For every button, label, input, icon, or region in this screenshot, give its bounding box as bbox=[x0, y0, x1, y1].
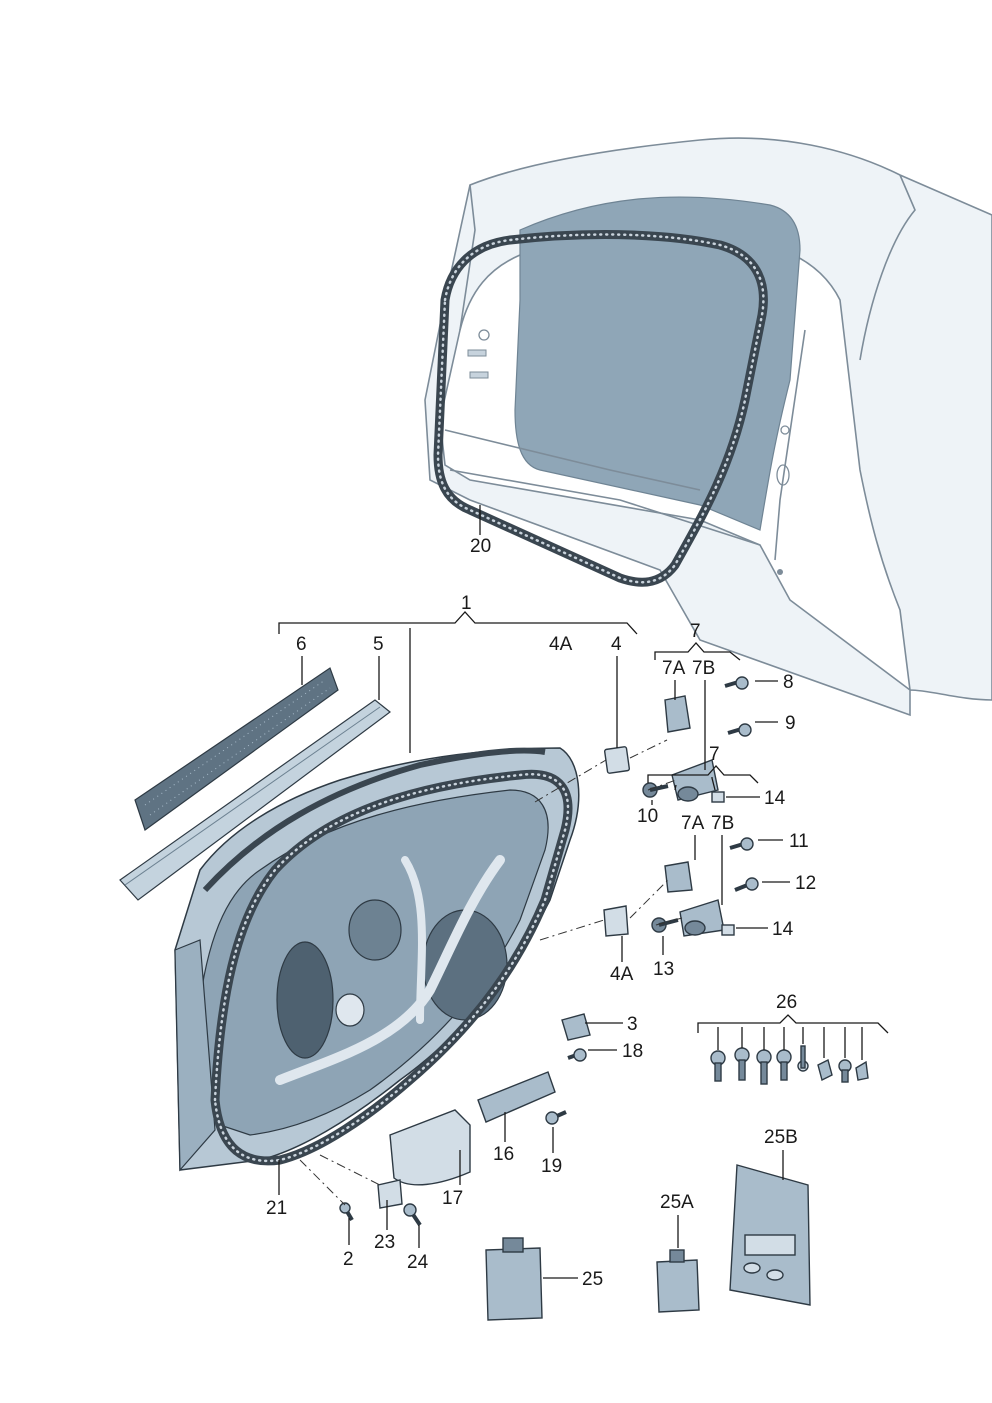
callout-7A-top: 7A bbox=[662, 658, 686, 679]
callout-19: 19 bbox=[541, 1156, 562, 1177]
callout-12: 12 bbox=[795, 873, 816, 894]
callout-4A-top: 4A bbox=[549, 634, 573, 655]
callout-14-top: 14 bbox=[764, 788, 786, 809]
door-opening-seal bbox=[433, 230, 768, 587]
callout-21: 21 bbox=[266, 1198, 287, 1219]
car-body-shell bbox=[424, 137, 992, 717]
callout-labels: 1 6 5 4A 4 7 7A 7B 8 9 14 10 7 7A 7B 11 … bbox=[266, 536, 816, 1290]
callout-23: 23 bbox=[374, 1232, 395, 1253]
callout-7B-bottom: 7B bbox=[711, 813, 734, 834]
callout-6: 6 bbox=[296, 634, 307, 655]
callout-20: 20 bbox=[470, 536, 491, 557]
door-shell bbox=[174, 747, 580, 1172]
callout-7-bottom: 7 bbox=[709, 744, 720, 765]
callout-5: 5 bbox=[373, 634, 384, 655]
callout-4: 4 bbox=[611, 634, 622, 655]
callout-24: 24 bbox=[407, 1252, 429, 1273]
window-frame-seal-1 bbox=[202, 747, 546, 893]
callout-2: 2 bbox=[343, 1249, 354, 1270]
callout-25B: 25B bbox=[764, 1127, 798, 1148]
callout-7-top: 7 bbox=[690, 621, 701, 642]
assembly-dash-lines bbox=[299, 739, 683, 1206]
waist-strip-6 bbox=[134, 667, 339, 831]
callout-25: 25 bbox=[582, 1269, 603, 1290]
callout-9: 9 bbox=[785, 713, 796, 734]
callout-18: 18 bbox=[622, 1041, 643, 1062]
callout-4A-bottom: 4A bbox=[610, 964, 634, 985]
callout-7B-top: 7B bbox=[692, 658, 715, 679]
callout-17: 17 bbox=[442, 1188, 463, 1209]
containers-25 bbox=[485, 1164, 811, 1321]
callout-14-bottom: 14 bbox=[772, 919, 794, 940]
callout-25A: 25A bbox=[660, 1192, 694, 1213]
callout-26: 26 bbox=[776, 992, 797, 1013]
screws bbox=[339, 676, 759, 1227]
callout-1: 1 bbox=[461, 593, 472, 614]
callout-11: 11 bbox=[789, 831, 809, 852]
callout-8: 8 bbox=[783, 672, 794, 693]
door-frame-seal bbox=[210, 769, 573, 1166]
callout-13: 13 bbox=[653, 959, 674, 980]
leader-lines bbox=[278, 505, 889, 1279]
hinge-small-parts bbox=[377, 695, 735, 1209]
callout-16: 16 bbox=[493, 1144, 514, 1165]
callout-7A-bottom: 7A bbox=[681, 813, 705, 834]
callout-3: 3 bbox=[627, 1014, 638, 1035]
window-trim-5 bbox=[119, 699, 391, 901]
callout-10: 10 bbox=[637, 806, 658, 827]
